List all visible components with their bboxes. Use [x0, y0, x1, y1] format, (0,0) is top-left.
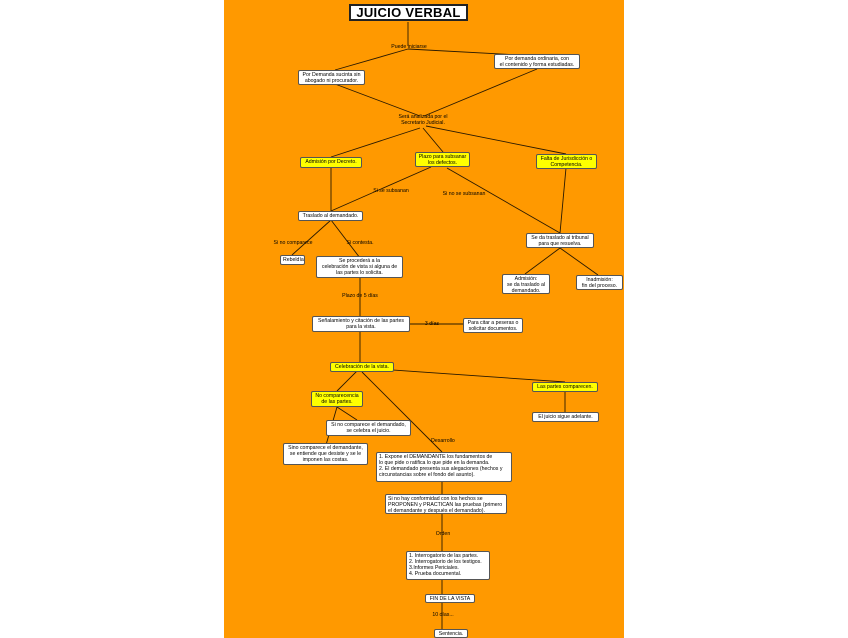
label-desarrollo: Desarrollo — [431, 438, 455, 444]
label-si-se-subsanan: Si se subsanan — [373, 188, 409, 194]
node-demanda-sucinta: Por Demanda sucinta sin abogado ni procu… — [298, 70, 365, 85]
node-inadmision: Inadmisión: fin del proceso. — [576, 275, 623, 290]
node-partes-comparecen: Las partes comparecen. — [532, 382, 598, 392]
label-puede-iniciarse: Puede iniciarse — [391, 44, 427, 50]
node-sino-comparece-demandante: Sino comparece el demandante, se entiend… — [283, 443, 368, 465]
node-se-da-traslado: Se da traslado al tribunal para que resu… — [526, 233, 594, 248]
label-sera-analizada: Será analizada por el Secretario Judicia… — [398, 114, 448, 126]
label-orden: Orden — [435, 531, 451, 537]
label-si-contesta: Si contesta. — [346, 240, 374, 246]
node-admision-traslado: Admisión: se da traslado al demandado. — [502, 274, 550, 294]
label-3-dias: 3 días — [424, 321, 440, 327]
node-no-comparece-demandado: Si no comparece el demandado, se celebra… — [326, 420, 411, 436]
node-plazo-subsanar: Plazo para subsanar los defectos. — [415, 152, 470, 167]
label-si-no-comparece: Si no comparece — [273, 240, 313, 246]
node-juicio-sigue: El juicio sigue adelante. — [532, 412, 599, 422]
node-para-citar: Para citar a peseras o solicitar documen… — [463, 318, 523, 333]
label-plazo-5-dias: Plazo de 5 días — [342, 293, 378, 299]
label-10-dias: 10 días... — [432, 612, 454, 618]
node-rebeldia: Rebeldía — [280, 255, 305, 265]
label-si-no-se-subsanan: Si no se subsanan — [442, 191, 486, 197]
node-interrogatorios: 1. Interrogatorio de las partes. 2. Inte… — [406, 551, 490, 580]
node-conformidad-pruebas: Si no hay conformidad con los hechos se … — [385, 494, 507, 514]
node-fin-vista: FIN DE LA VISTA — [425, 594, 475, 603]
node-celebracion-vista: Celebración de la vista. — [330, 362, 394, 372]
node-admision-decreto: Admisión por Decreto. — [300, 157, 362, 168]
node-senalamiento: Señalamiento y citación de las partes pa… — [312, 316, 410, 332]
node-se-procedera: Se procederá a la celebración de vista s… — [316, 256, 403, 278]
node-traslado-demandado: Traslado al demandado. — [298, 211, 363, 221]
node-falta-jurisdiccion: Falta de Jurisdicción o Competencia. — [536, 154, 597, 169]
mind-map-canvas — [224, 0, 624, 638]
node-demanda-ordinaria: Por demanda ordinaria, con el contenido … — [494, 54, 580, 69]
diagram-title: JUICIO VERBAL — [349, 4, 468, 21]
node-sentencia: Sentencia. — [434, 629, 468, 638]
node-expone-fundamentos: 1. Expone el DEMANDANTE los fundamentos … — [376, 452, 512, 482]
node-no-comparecencia: No comparecencia de las partes. — [311, 391, 363, 407]
